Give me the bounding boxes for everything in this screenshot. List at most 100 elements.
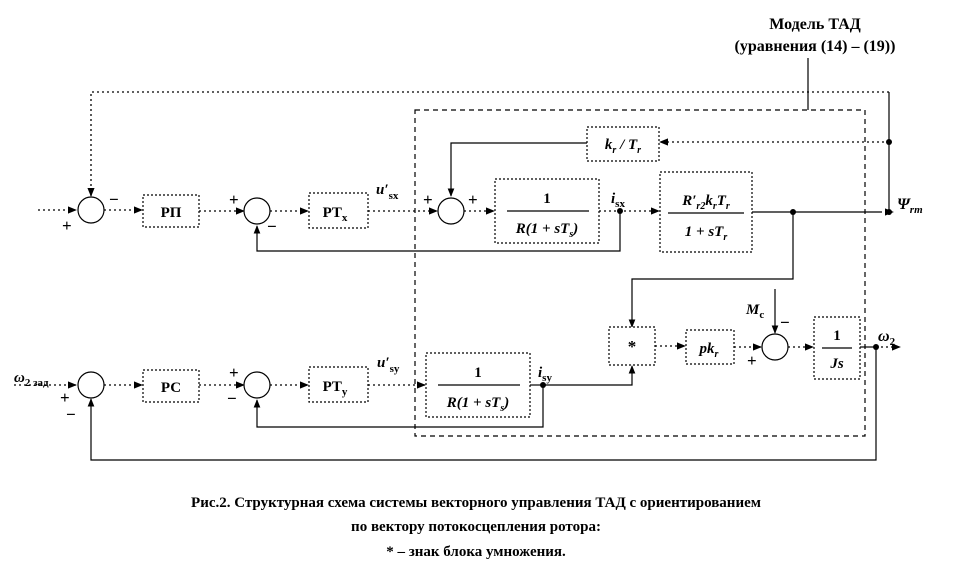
usy-text: u′ — [377, 355, 390, 371]
sum4-minus: − — [66, 405, 76, 424]
multiplier-label: * — [628, 337, 637, 356]
sx-den-sub: s — [568, 229, 573, 240]
model-frame — [414, 109, 866, 437]
rn-r2: r2 — [696, 201, 705, 212]
kr-ksub: r — [612, 145, 616, 156]
stator-x-denominator: R(1 + sTs) — [515, 221, 578, 240]
rn-k: k — [705, 193, 713, 209]
isx-sub: sx — [615, 198, 625, 210]
model-subtitle: (уравнения (14) – (19)) — [735, 38, 896, 55]
caption-line-1: Рис.2. Структурная схема системы векторн… — [191, 495, 761, 511]
sum2-plus: + — [229, 190, 239, 209]
isx-text: i — [611, 191, 616, 207]
caption-line-3: * – знак блока умножения. — [386, 544, 566, 560]
pk-sub: r — [715, 349, 719, 360]
pk-text: pk — [698, 341, 716, 357]
current-x-controller-label: РТx — [323, 205, 348, 224]
rty-text: РТ — [323, 379, 342, 395]
current-y-controller-label: РТy — [323, 379, 348, 398]
inertia-numerator: 1 — [833, 328, 841, 344]
mc-label: Mc — [745, 302, 764, 321]
omr-sub: 2 зад — [25, 377, 49, 389]
kr-slash: / T — [616, 137, 638, 153]
rty-sub: y — [342, 386, 348, 398]
usy-label: u′sy — [377, 355, 400, 375]
kr-over-tr-label: kr / Tr — [605, 137, 641, 156]
rn-prime: ′ — [692, 193, 696, 209]
sy-den-sub: s — [499, 403, 504, 414]
mc-text: M — [745, 302, 760, 318]
kr-k: k — [605, 137, 613, 153]
inertia-denominator: Js — [829, 356, 844, 372]
voltage-summing-junction — [437, 197, 465, 225]
omega-text: ω — [878, 328, 890, 345]
mc-sub: c — [759, 309, 764, 321]
rd-text: 1 + sT — [685, 224, 724, 240]
isx-label: isx — [611, 191, 625, 210]
omr-text: ω — [14, 370, 25, 386]
rotor-numerator: R′r2krTr — [681, 193, 730, 212]
stator-x-numerator: 1 — [543, 191, 551, 207]
kr-to-sum3 — [447, 142, 587, 197]
stator-y-numerator: 1 — [474, 365, 482, 381]
sum6-plus: + — [747, 351, 757, 370]
sum1-plus: + — [62, 216, 72, 235]
speed-feedback-path — [87, 347, 877, 461]
rn-t: T — [717, 193, 727, 209]
flux-summing-junction — [77, 196, 105, 224]
sy-den-text: R(1 + sT — [446, 395, 501, 411]
rotor-denominator: 1 + sTr — [685, 224, 728, 243]
sum5-minus: − — [227, 389, 237, 408]
psi-text: Ψ — [897, 196, 911, 213]
rtx-sub: x — [342, 212, 348, 224]
flux-feedback-path — [87, 91, 889, 197]
pk-block — [685, 329, 735, 365]
kr-over-tr-block — [586, 126, 660, 162]
sy-den-end: ) — [502, 395, 509, 411]
speed-controller-label: РС — [161, 380, 181, 396]
omega-label: ω2 — [878, 328, 896, 348]
isy-label: isy — [538, 365, 552, 384]
isy-text: i — [538, 365, 543, 381]
isx-feedback-path — [253, 211, 621, 252]
sum4-plus: + — [60, 388, 70, 407]
sum3-plus-right: + — [468, 190, 478, 209]
psi-label: Ψrm — [897, 196, 923, 216]
current-y-summing-junction — [243, 371, 271, 399]
isy-sub: sy — [542, 372, 552, 384]
psi-to-multiplier — [628, 212, 794, 328]
sx-den-end: ) — [571, 221, 578, 237]
omega-ref-label: ω2 зад — [14, 370, 49, 389]
model-title: Модель ТАД — [769, 16, 861, 33]
flux-controller-label: РП — [161, 205, 182, 221]
sum1-minus: − — [109, 190, 119, 209]
rn-ksub: r — [713, 201, 717, 212]
usx-sub: sx — [389, 190, 399, 202]
sx-den-text: R(1 + sT — [515, 221, 570, 237]
usx-text: u′ — [376, 182, 389, 198]
omega-sub: 2 — [890, 336, 896, 348]
sum5-plus: + — [229, 363, 239, 382]
usy-sub: sy — [390, 363, 400, 375]
speed-controller-block — [142, 369, 200, 403]
rn-tsub: r — [726, 201, 730, 212]
rn-r: R — [681, 193, 692, 209]
kr-tsub: r — [637, 145, 641, 156]
speed-summing-junction — [77, 371, 105, 399]
psi-sub: rm — [910, 204, 923, 216]
torque-summing-junction — [761, 333, 789, 361]
flux-controller-block — [142, 194, 200, 228]
sum2-minus: − — [267, 217, 277, 236]
sum3-plus-left: + — [423, 190, 433, 209]
isy-feedback-path — [253, 385, 544, 428]
caption-line-2: по вектору потокосцепления ротора: — [351, 519, 601, 535]
rotor-flux-transfer-block — [659, 171, 753, 253]
stator-y-denominator: R(1 + sTs) — [446, 395, 509, 414]
sum6-minus: − — [780, 313, 790, 332]
rd-sub: r — [723, 232, 727, 243]
isy-to-multiplier — [543, 365, 636, 386]
pk-label: pkr — [698, 341, 719, 360]
usx-label: u′sx — [376, 182, 399, 202]
rtx-text: РТ — [323, 205, 342, 221]
